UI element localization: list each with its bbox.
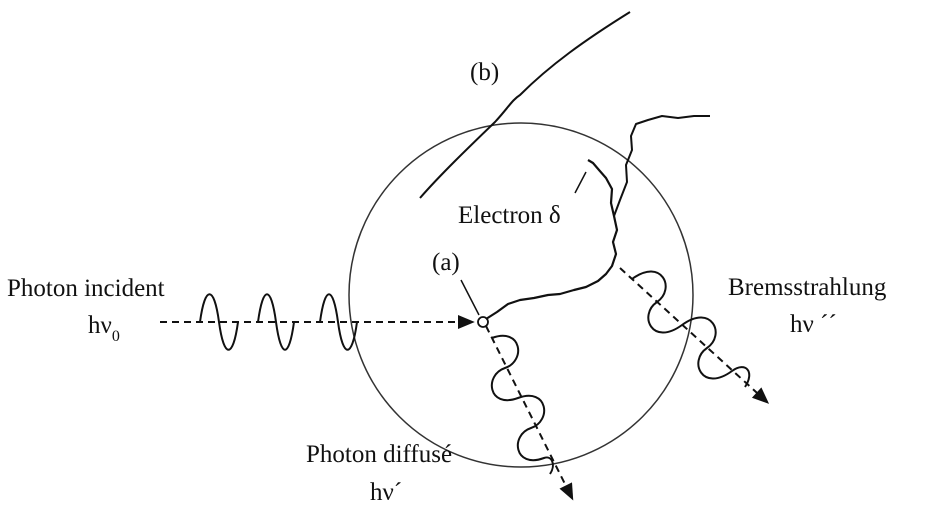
incident-photon-wave-1 [199,293,239,351]
electron-track [485,159,619,320]
marker-b-label: (b) [470,59,499,86]
bremsstrahlung-path [619,267,770,404]
bremsstrahlung-energy: hν ´´ [790,311,837,338]
incident-energy-symbol: hν [88,312,112,339]
incident-photon-wave-2 [257,293,295,351]
scattered-photon-energy: hν´ [370,479,402,506]
incident-photon-label: Photon incident [7,275,165,302]
incident-energy-subscript: 0 [112,328,120,345]
bremsstrahlung-label: Bremsstrahlung [728,274,887,301]
electron-delta-label: Electron δ [458,202,561,229]
marker-a-leader [460,279,480,316]
marker-a-label: (a) [432,249,460,276]
incident-photon-energy: hν0 [88,312,120,345]
bremsstrahlung-wave [631,270,751,388]
scattered-photon-path [485,325,574,501]
scattered-photon-wave [490,334,554,475]
interaction-point-a [477,316,489,328]
track-b [419,11,631,199]
incident-photon-wave-3 [319,293,358,351]
electron-track-branch [613,115,710,217]
scattered-photon-label: Photon diffusé [306,441,452,468]
electron-label-leader [574,171,587,194]
interaction-sphere [348,122,694,468]
